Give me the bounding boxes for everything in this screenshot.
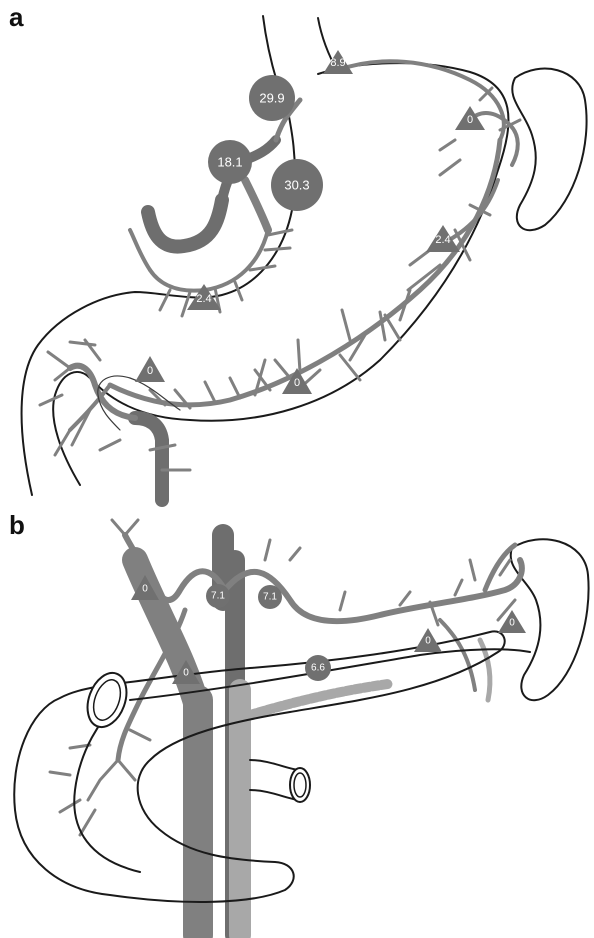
panel-a-diagram: 8.9 29.9 0 18.1 30.3 2.4 (22, 16, 587, 500)
pyloric-branch-a (70, 385, 110, 430)
node-triangle: 0 (414, 628, 442, 652)
node-label: 6.6 (311, 663, 325, 674)
greater-pancreatic-branch-b (440, 620, 475, 690)
node-label: 0 (183, 668, 189, 679)
upper-spleen-branch-b (485, 545, 515, 590)
node-label: 0 (425, 636, 431, 647)
node-circle: 7.1 (206, 584, 230, 608)
duodenum-tube-b (81, 668, 134, 733)
node-label: 30.3 (284, 178, 309, 193)
node-triangle: 0 (135, 356, 165, 382)
node-label: 2.4 (435, 234, 450, 246)
splenic-vein-b (250, 684, 388, 715)
node-label: 0 (147, 365, 153, 377)
jejunum-tube-b (250, 760, 310, 802)
spleen-outline-a (512, 69, 586, 231)
node-label: 0 (142, 584, 148, 595)
lesser-curve-branch-b (130, 230, 150, 270)
pancreas-outline-b (14, 631, 504, 902)
panel-b-nodes: 0 7.1 7.1 0 0 0 (131, 575, 526, 684)
celiac-trunk-a (148, 200, 222, 247)
splenic-branch-a (245, 180, 268, 230)
node-circle: 30.3 (271, 159, 323, 211)
node-triangle: 0 (455, 106, 485, 130)
left-arcade-b (118, 610, 185, 760)
esophagus-left-line (263, 16, 277, 82)
node-circle: 6.6 (305, 655, 331, 681)
node-circle: 7.1 (258, 585, 282, 609)
node-label: 29.9 (259, 91, 284, 106)
node-label: 2.4 (196, 293, 211, 305)
node-label: 0 (467, 114, 473, 126)
node-label: 8.9 (330, 57, 345, 69)
node-label: 0 (509, 618, 515, 629)
node-label: 7.1 (211, 591, 225, 602)
node-label: 18.1 (217, 155, 242, 170)
node-circle: 18.1 (208, 140, 252, 184)
node-label: 0 (294, 377, 300, 389)
node-triangle: 8.9 (323, 50, 353, 74)
panel-b-diagram: 0 7.1 7.1 0 0 0 (14, 520, 588, 935)
node-circle: 29.9 (249, 75, 295, 121)
node-label: 7.1 (263, 592, 277, 603)
gastroduodenal-trunk-a (135, 418, 162, 500)
panel-a-nodes: 8.9 29.9 0 18.1 30.3 2.4 (135, 50, 485, 394)
